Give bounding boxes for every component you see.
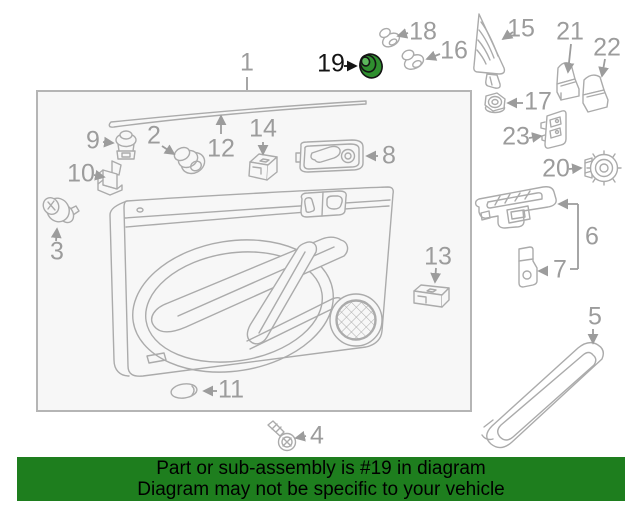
arrow-4	[294, 430, 307, 442]
part-12-sill-strip	[108, 100, 367, 128]
part-15-corner-trim	[473, 13, 506, 89]
part-7-bracket	[518, 246, 538, 288]
part-19-grommet-highlighted	[359, 53, 383, 79]
part-10-bracket	[97, 160, 123, 196]
part-14-connector	[248, 153, 278, 181]
part-11-cap	[170, 383, 198, 399]
speaker-grille	[336, 300, 376, 340]
part-door-trim-panel	[109, 186, 394, 377]
arrow-13	[430, 267, 442, 284]
part-23-switch-panel	[540, 110, 567, 149]
arrow-9	[102, 136, 115, 148]
part-18-clip	[379, 27, 401, 48]
arrow-21	[563, 43, 575, 74]
part-8-handle-bezel	[295, 139, 364, 173]
arrow-20	[568, 163, 583, 175]
part-4-screw	[267, 420, 297, 452]
arrow-2	[161, 144, 176, 155]
part-17-nut	[484, 92, 506, 114]
arrow-18	[396, 28, 409, 39]
highlight-banner: Part or sub-assembly is #19 in diagram D…	[17, 457, 625, 501]
callout-arrows	[50, 28, 609, 442]
part-9-grommet	[115, 130, 137, 160]
part-22-switch	[582, 74, 609, 113]
arrow-3	[50, 227, 62, 242]
part-13-connector	[413, 284, 450, 308]
part-5-scuff-trim	[481, 341, 605, 449]
part-6-handle-assembly	[474, 186, 557, 229]
arrow-16	[425, 50, 441, 61]
arrow-15	[501, 29, 514, 41]
arrow-22	[598, 58, 609, 78]
arrow-23	[528, 132, 543, 143]
banner-line-1: Part or sub-assembly is #19 in diagram	[156, 458, 486, 479]
part-3-clip	[42, 197, 80, 224]
part-2-clip	[173, 146, 206, 175]
arrow-10	[93, 169, 106, 181]
bracket-6	[570, 204, 579, 270]
part-16-clip	[401, 49, 425, 70]
part-20-round-unit	[584, 150, 622, 186]
banner-line-2: Diagram may not be specific to your vehi…	[137, 479, 505, 500]
